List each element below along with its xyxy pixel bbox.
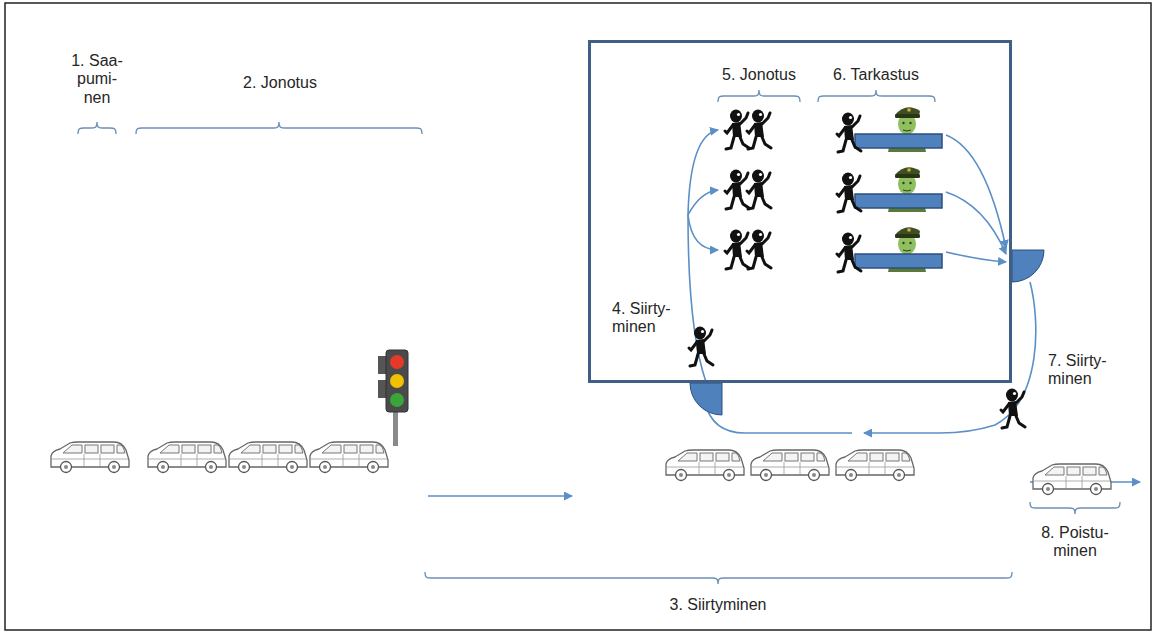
officers xyxy=(888,107,926,272)
phase-label: 5. Jonotus xyxy=(709,66,809,84)
brackets xyxy=(78,90,1120,584)
picture-border xyxy=(5,3,1151,630)
phase-label: 2. Jonotus xyxy=(220,74,340,92)
phase-label: 4. Siirty- minen xyxy=(612,300,680,337)
phase-label: 3. Siirtyminen xyxy=(618,596,818,614)
traffic-light xyxy=(378,350,408,446)
arrows xyxy=(428,130,1140,496)
desks xyxy=(855,134,942,268)
phase-label: 7. Siirty- minen xyxy=(1048,352,1124,389)
cars xyxy=(51,442,1111,495)
phase-label: 8. Poistu- minen xyxy=(1030,524,1120,561)
building-frame: 5. Jonotus 6. Tarkastus 4. Siirty- minen xyxy=(588,40,1012,383)
doors xyxy=(690,250,1044,415)
phase-label: 6. Tarkastus xyxy=(826,66,926,84)
phase-label: 1. Saa- pumi- nen xyxy=(65,52,129,107)
